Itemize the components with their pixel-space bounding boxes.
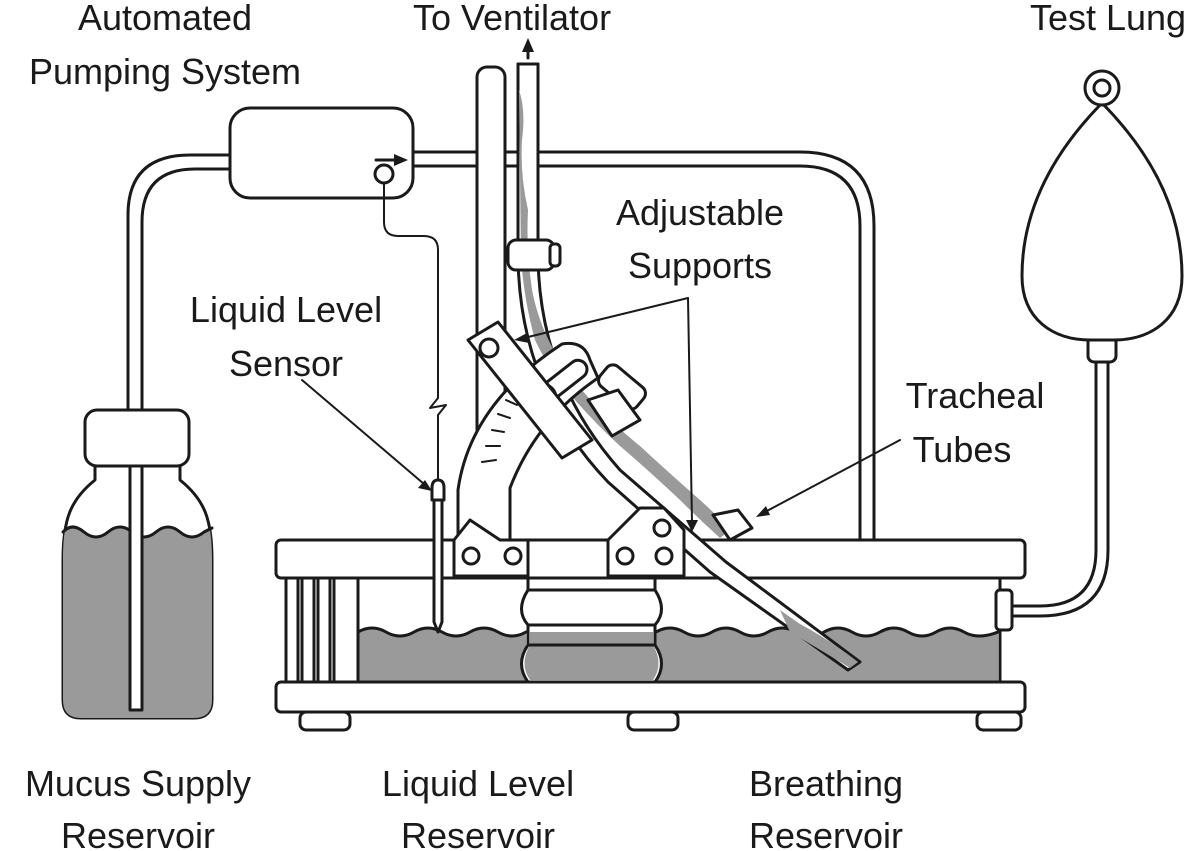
label-to-ventilator: To Ventilator — [413, 0, 611, 38]
label-breathing-1: Breathing — [749, 763, 903, 804]
label-breathing-2: Reservoir — [749, 815, 903, 851]
label-automated-pumping-1: Automated — [78, 0, 252, 38]
mucus-supply-bottle — [61, 408, 214, 720]
label-adjustable-1: Adjustable — [616, 192, 784, 233]
label-liquid-reservoir-1: Liquid Level — [382, 763, 574, 804]
automated-pumping-box — [228, 106, 447, 481]
label-tracheal-1: Tracheal — [906, 375, 1045, 416]
label-liquid-sensor-1: Liquid Level — [190, 289, 382, 330]
label-liquid-sensor-2: Sensor — [229, 343, 343, 384]
label-tracheal-2: Tubes — [913, 429, 1012, 470]
test-lung — [1010, 69, 1184, 618]
liquid-level-sensor — [430, 478, 446, 634]
leader-lines — [301, 297, 901, 532]
label-liquid-reservoir-2: Reservoir — [401, 815, 555, 851]
label-mucus-supply-1: Mucus Supply — [25, 763, 251, 804]
label-adjustable-2: Supports — [628, 245, 772, 286]
label-test-lung: Test Lung — [1030, 0, 1186, 38]
adjustable-supports — [452, 238, 686, 578]
tracheal-tube — [516, 38, 862, 672]
label-automated-pumping-2: Pumping System — [29, 51, 301, 92]
label-mucus-supply-2: Reservoir — [61, 815, 215, 851]
